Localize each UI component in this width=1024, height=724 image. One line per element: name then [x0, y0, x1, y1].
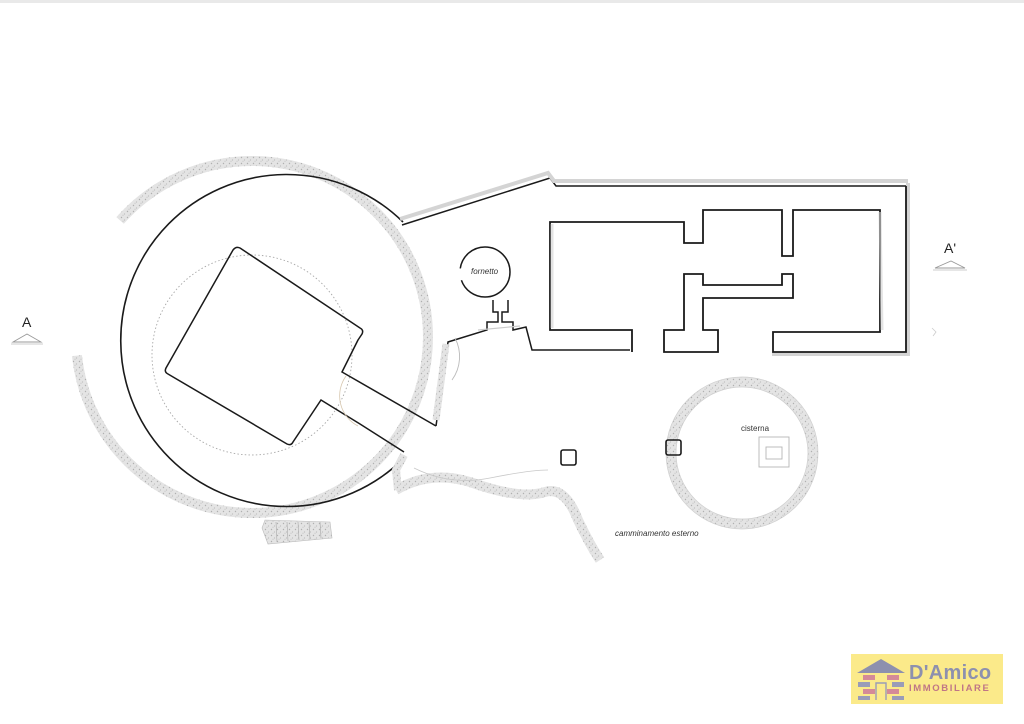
- section-label-a: A: [22, 314, 32, 330]
- entrance-steps: [261, 519, 333, 545]
- room-label-cisterna: cisterna: [741, 424, 770, 433]
- logo-brand-name: D'Amico: [909, 662, 992, 684]
- brand-logo: D'Amico IMMOBILIARE: [851, 654, 1003, 704]
- room-label-fornetto: fornetto: [471, 267, 499, 276]
- section-arrow-a: [11, 333, 43, 345]
- dotted-inner-circle: [151, 254, 353, 456]
- fornetto-oven: [459, 246, 511, 298]
- round-inner-wall: [120, 173, 405, 508]
- section-label-a-prime: A': [944, 240, 957, 256]
- pillar: [560, 449, 577, 466]
- scan-edge: [0, 0, 1024, 3]
- cisterna-structure: [665, 376, 819, 530]
- scan-mark: [931, 327, 937, 337]
- rectangular-building: [549, 183, 910, 356]
- house-icon: [857, 659, 905, 700]
- connector-wall: [399, 170, 908, 427]
- room-label-camminamento: camminamento esterno: [615, 529, 699, 538]
- outer-stone-band: [396, 164, 703, 508]
- pillar: [665, 439, 682, 456]
- square-room: [164, 246, 437, 453]
- logo-subtitle: IMMOBILIARE: [909, 683, 991, 694]
- main-round-structure: [71, 156, 703, 545]
- external-walkway: [391, 453, 605, 563]
- section-arrow-a-prime: [933, 260, 967, 271]
